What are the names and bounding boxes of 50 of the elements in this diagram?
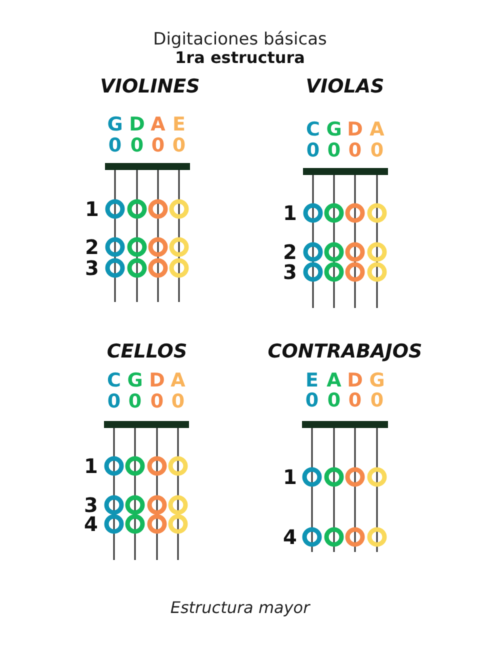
string-name: A [170, 372, 186, 390]
open-string-number: 0 [172, 136, 186, 156]
open-string-number: 0 [150, 392, 164, 412]
instrument-heading: VIOLAS [306, 78, 384, 96]
open-string-number: 0 [348, 392, 362, 410]
string-name: E [172, 116, 186, 134]
string-name: C [107, 372, 121, 390]
string-name: G [127, 372, 143, 390]
string-name: D [347, 120, 363, 140]
string-name: A [326, 372, 342, 390]
open-string-number: 0 [151, 136, 165, 156]
open-string-number: 0 [370, 142, 384, 160]
finger-number: 3 [84, 495, 98, 515]
finger-number: 4 [84, 514, 98, 534]
instrument-heading: VIOLINES [100, 78, 200, 96]
open-string-number: 0 [348, 142, 362, 160]
string-name: D [129, 116, 145, 134]
string-name: G [107, 116, 123, 134]
finger-number: 2 [85, 237, 99, 257]
string-name: A [150, 116, 166, 134]
string-name: G [326, 120, 342, 140]
caption: Estructura mayor [170, 600, 310, 616]
open-string-number: 0 [327, 392, 341, 410]
subtitle: 1ra estructura [175, 50, 305, 66]
finger-number: 1 [84, 456, 98, 476]
open-string-number: 0 [107, 392, 121, 412]
finger-number: 3 [85, 258, 99, 278]
open-string-number: 0 [327, 142, 341, 160]
open-string-number: 0 [305, 392, 319, 410]
instrument-heading: CELLOS [106, 342, 188, 362]
string-name: D [149, 372, 165, 390]
finger-number: 4 [283, 527, 297, 547]
open-string-number: 0 [128, 392, 142, 412]
string-name: C [306, 120, 320, 140]
open-string-number: 0 [130, 136, 144, 156]
finger-number: 1 [283, 467, 297, 487]
open-string-number: 0 [370, 392, 384, 410]
open-string-number: 0 [171, 392, 185, 412]
string-name: G [369, 372, 385, 390]
string-name: D [347, 372, 363, 390]
finger-number: 2 [283, 242, 297, 262]
title: Digitaciones básicas [153, 32, 327, 48]
finger-number: 1 [85, 199, 99, 219]
string-name: A [370, 120, 384, 140]
string-name: E [306, 372, 318, 390]
open-string-number: 0 [306, 142, 320, 160]
instrument-heading: CONTRABAJOS [268, 342, 422, 362]
finger-number: 1 [283, 203, 297, 223]
open-string-number: 0 [108, 136, 122, 156]
finger-number: 3 [283, 262, 297, 282]
